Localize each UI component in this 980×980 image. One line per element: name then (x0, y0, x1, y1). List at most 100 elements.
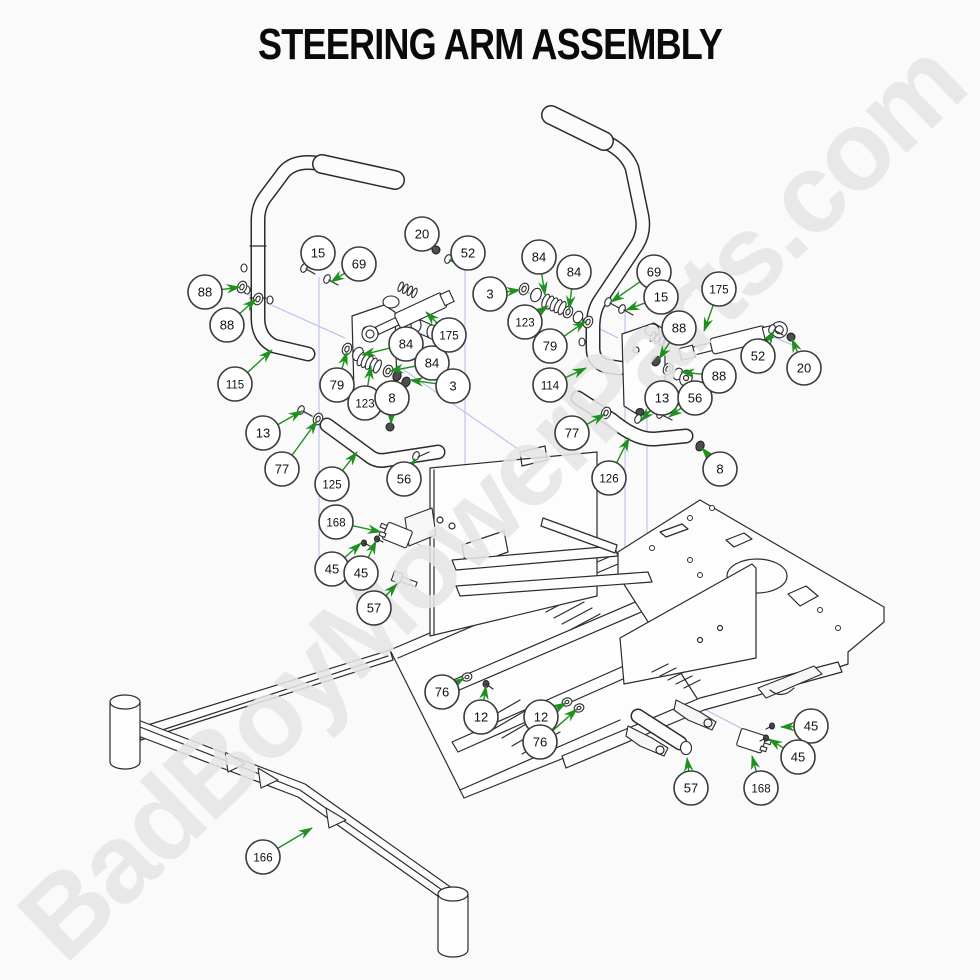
balloon-circle[interactable] (245, 415, 281, 451)
balloon-circle[interactable] (532, 328, 568, 364)
balloon-circle[interactable] (554, 415, 590, 451)
balloon-number: 84 (425, 356, 439, 371)
balloon-circle[interactable] (743, 770, 779, 806)
balloon-52[interactable]: 52 (448, 235, 486, 271)
balloon-84[interactable]: 84 (361, 326, 424, 362)
leader-arrow (364, 365, 374, 387)
balloon-166[interactable]: 166 (245, 827, 313, 875)
balloon-circle[interactable] (314, 466, 350, 502)
balloon-8[interactable]: 8 (374, 380, 410, 425)
balloon-circle[interactable] (319, 367, 355, 403)
balloon-45[interactable]: 45 (768, 738, 816, 775)
balloon-circle[interactable] (556, 254, 592, 290)
balloon-circle[interactable] (643, 279, 679, 315)
balloon-13[interactable]: 13 (245, 410, 303, 451)
leader-arrow (479, 685, 489, 701)
balloon-57[interactable]: 57 (673, 757, 709, 806)
balloon-circle[interactable] (356, 590, 392, 626)
balloon-circle[interactable] (187, 274, 223, 310)
balloon-number: 3 (486, 287, 493, 302)
balloon-76[interactable]: 76 (522, 708, 578, 760)
page-title: STEERING ARM ASSEMBLY (258, 20, 723, 69)
balloon-77[interactable]: 77 (264, 420, 318, 487)
balloon-circle[interactable] (318, 504, 354, 540)
balloon-circle[interactable] (431, 317, 467, 353)
balloon-circle[interactable] (701, 358, 737, 394)
balloon-123[interactable]: 123 (507, 304, 549, 340)
balloon-circle[interactable] (388, 326, 424, 362)
balloon-88[interactable]: 88 (187, 274, 241, 310)
balloon-88[interactable]: 88 (680, 358, 737, 394)
balloon-12[interactable]: 12 (463, 685, 499, 735)
balloon-circle[interactable] (521, 239, 557, 275)
balloon-45[interactable]: 45 (343, 540, 379, 591)
balloon-168[interactable]: 168 (743, 755, 779, 806)
balloon-circle[interactable] (374, 380, 410, 416)
balloon-number: 45 (791, 750, 805, 765)
balloon-8[interactable]: 8 (701, 447, 738, 487)
balloon-79[interactable]: 79 (532, 320, 587, 364)
balloon-175[interactable]: 175 (701, 271, 737, 332)
balloon-circle[interactable] (793, 708, 829, 744)
balloon-84[interactable]: 84 (389, 345, 450, 381)
balloon-circle[interactable] (702, 451, 738, 487)
balloon-circle[interactable] (780, 739, 816, 775)
balloon-77[interactable]: 77 (554, 413, 606, 451)
balloon-circle[interactable] (341, 246, 377, 282)
balloon-114[interactable]: 114 (532, 367, 587, 403)
balloon-20[interactable]: 20 (404, 216, 440, 252)
balloon-15[interactable]: 15 (300, 235, 336, 271)
balloon-circle[interactable] (786, 350, 822, 386)
balloon-76[interactable]: 76 (424, 674, 465, 710)
balloon-circle[interactable] (264, 451, 300, 487)
balloon-3[interactable]: 3 (409, 368, 471, 404)
balloon-56[interactable]: 56 (668, 380, 713, 418)
balloon-69[interactable]: 69 (330, 246, 377, 283)
balloon-circle[interactable] (217, 366, 253, 402)
balloon-circle[interactable] (209, 307, 245, 343)
balloon-12[interactable]: 12 (523, 699, 567, 735)
balloon-84[interactable]: 84 (556, 254, 592, 310)
balloon-circle[interactable] (424, 674, 460, 710)
balloon-circle[interactable] (701, 271, 737, 307)
balloon-circle[interactable] (507, 304, 543, 340)
balloon-88[interactable]: 88 (209, 298, 257, 343)
balloon-126[interactable]: 126 (591, 437, 630, 496)
balloon-circle[interactable] (740, 338, 776, 374)
balloon-circle[interactable] (591, 460, 627, 496)
balloon-circle[interactable] (435, 368, 471, 404)
balloon-3[interactable]: 3 (472, 276, 521, 312)
balloon-number: 168 (751, 784, 770, 796)
balloon-20[interactable]: 20 (786, 338, 822, 386)
balloon-circle[interactable] (463, 699, 499, 735)
balloon-52[interactable]: 52 (740, 330, 776, 374)
balloon-125[interactable]: 125 (314, 451, 358, 502)
balloon-168[interactable]: 168 (318, 504, 382, 540)
balloon-circle[interactable] (522, 724, 558, 760)
balloon-circle[interactable] (450, 235, 486, 271)
leader-arrow (703, 304, 714, 332)
balloon-57[interactable]: 57 (356, 583, 398, 626)
balloon-circle[interactable] (673, 770, 709, 806)
balloon-circle[interactable] (661, 310, 697, 346)
balloon-circle[interactable] (300, 235, 336, 271)
balloon-15[interactable]: 15 (625, 279, 679, 315)
watermark: BadBoyMowerParts.com (0, 19, 980, 980)
balloon-56[interactable]: 56 (386, 458, 422, 497)
balloon-84[interactable]: 84 (521, 239, 557, 296)
balloon-circle[interactable] (532, 367, 568, 403)
balloon-circle[interactable] (677, 380, 713, 416)
balloon-79[interactable]: 79 (319, 351, 355, 403)
balloon-circle[interactable] (404, 216, 440, 252)
balloon-45[interactable]: 45 (314, 542, 362, 587)
balloon-45[interactable]: 45 (780, 708, 829, 744)
balloon-175[interactable]: 175 (425, 311, 467, 353)
balloon-circle[interactable] (245, 839, 281, 875)
balloon-circle[interactable] (472, 276, 508, 312)
balloon-circle[interactable] (343, 555, 379, 591)
balloon-115[interactable]: 115 (217, 349, 273, 402)
balloon-88[interactable]: 88 (658, 310, 697, 360)
balloon-circle[interactable] (386, 461, 422, 497)
balloon-circle[interactable] (414, 345, 450, 381)
